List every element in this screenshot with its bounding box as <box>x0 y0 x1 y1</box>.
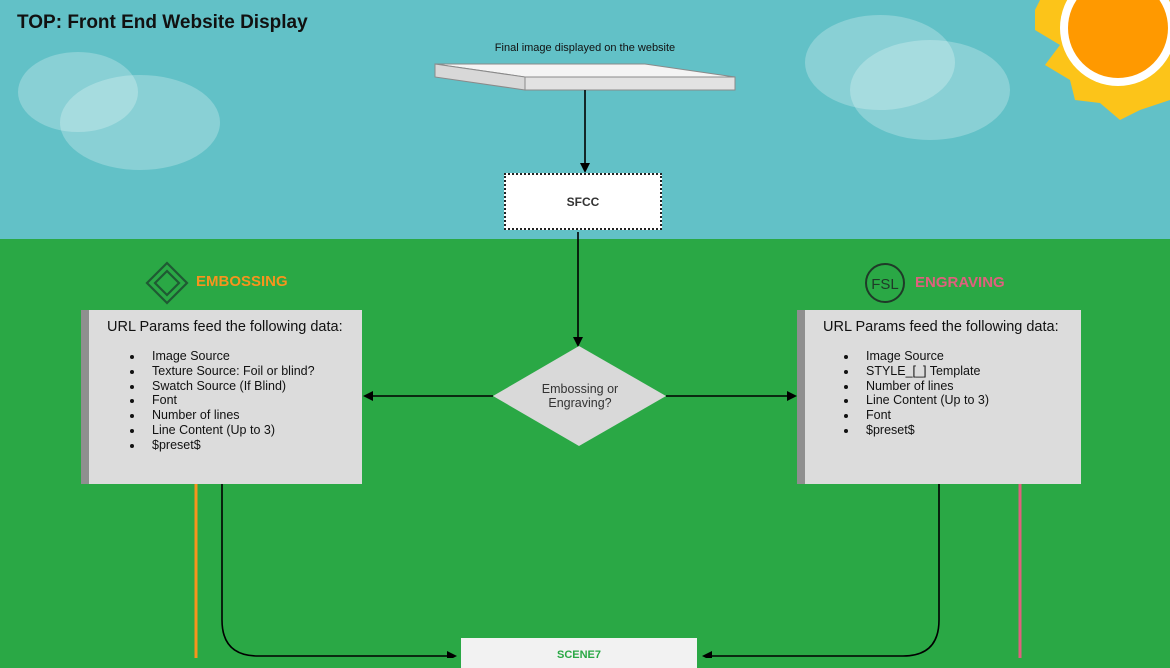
cloud <box>18 52 138 132</box>
engraving-params-box: URL Params feed the following data: Imag… <box>797 310 1081 484</box>
embossing-params-box: URL Params feed the following data: Imag… <box>81 310 362 484</box>
cloud <box>60 75 220 170</box>
final-image-display <box>434 63 736 91</box>
list-item: Font <box>858 408 1081 423</box>
engraving-params-list: Image Source STYLE_[_] Template Number o… <box>805 349 1081 438</box>
list-item: $preset$ <box>144 438 362 453</box>
fsl-logo-icon: FSL <box>865 263 905 303</box>
decision-diamond <box>493 346 666 446</box>
list-item: STYLE_[_] Template <box>858 364 1081 379</box>
page-title: TOP: Front End Website Display <box>17 12 308 33</box>
list-item: Image Source <box>144 349 362 364</box>
scene7-label: SCENE7 <box>556 649 602 661</box>
final-image-caption: Final image displayed on the website <box>494 42 676 54</box>
cloud <box>805 15 955 110</box>
decision-line-1: Embossing or <box>541 382 619 396</box>
list-item: Image Source <box>858 349 1081 364</box>
cloud <box>850 40 1010 140</box>
engraving-params-heading: URL Params feed the following data: <box>823 319 1059 335</box>
list-item: Line Content (Up to 3) <box>144 423 362 438</box>
arrow-engraving-to-scene7 <box>702 484 940 658</box>
embossing-params-heading: URL Params feed the following data: <box>107 319 343 335</box>
arrow-embossing-to-scene7 <box>221 484 457 658</box>
list-item: Swatch Source (If Blind) <box>144 379 362 394</box>
list-item: $preset$ <box>858 423 1081 438</box>
embossing-params-list: Image Source Texture Source: Foil or bli… <box>89 349 362 453</box>
list-item: Font <box>144 393 362 408</box>
sky-background <box>0 0 1170 239</box>
sfcc-box: SFCC <box>504 173 662 230</box>
fsl-logo-text: FSL <box>871 276 899 293</box>
sfcc-label: SFCC <box>566 194 600 209</box>
engraving-label: ENGRAVING <box>915 274 1005 291</box>
diamond-icon <box>145 261 189 305</box>
decision-label: Embossing or Engraving? <box>520 382 640 410</box>
sun-icon <box>1035 0 1170 120</box>
list-item: Line Content (Up to 3) <box>858 393 1081 408</box>
list-item: Number of lines <box>858 379 1081 394</box>
list-item: Texture Source: Foil or blind? <box>144 364 362 379</box>
embossing-label: EMBOSSING <box>196 273 288 290</box>
list-item: Number of lines <box>144 408 362 423</box>
decision-line-2: Engraving? <box>548 396 612 410</box>
scene7-box: SCENE7 <box>461 638 697 668</box>
